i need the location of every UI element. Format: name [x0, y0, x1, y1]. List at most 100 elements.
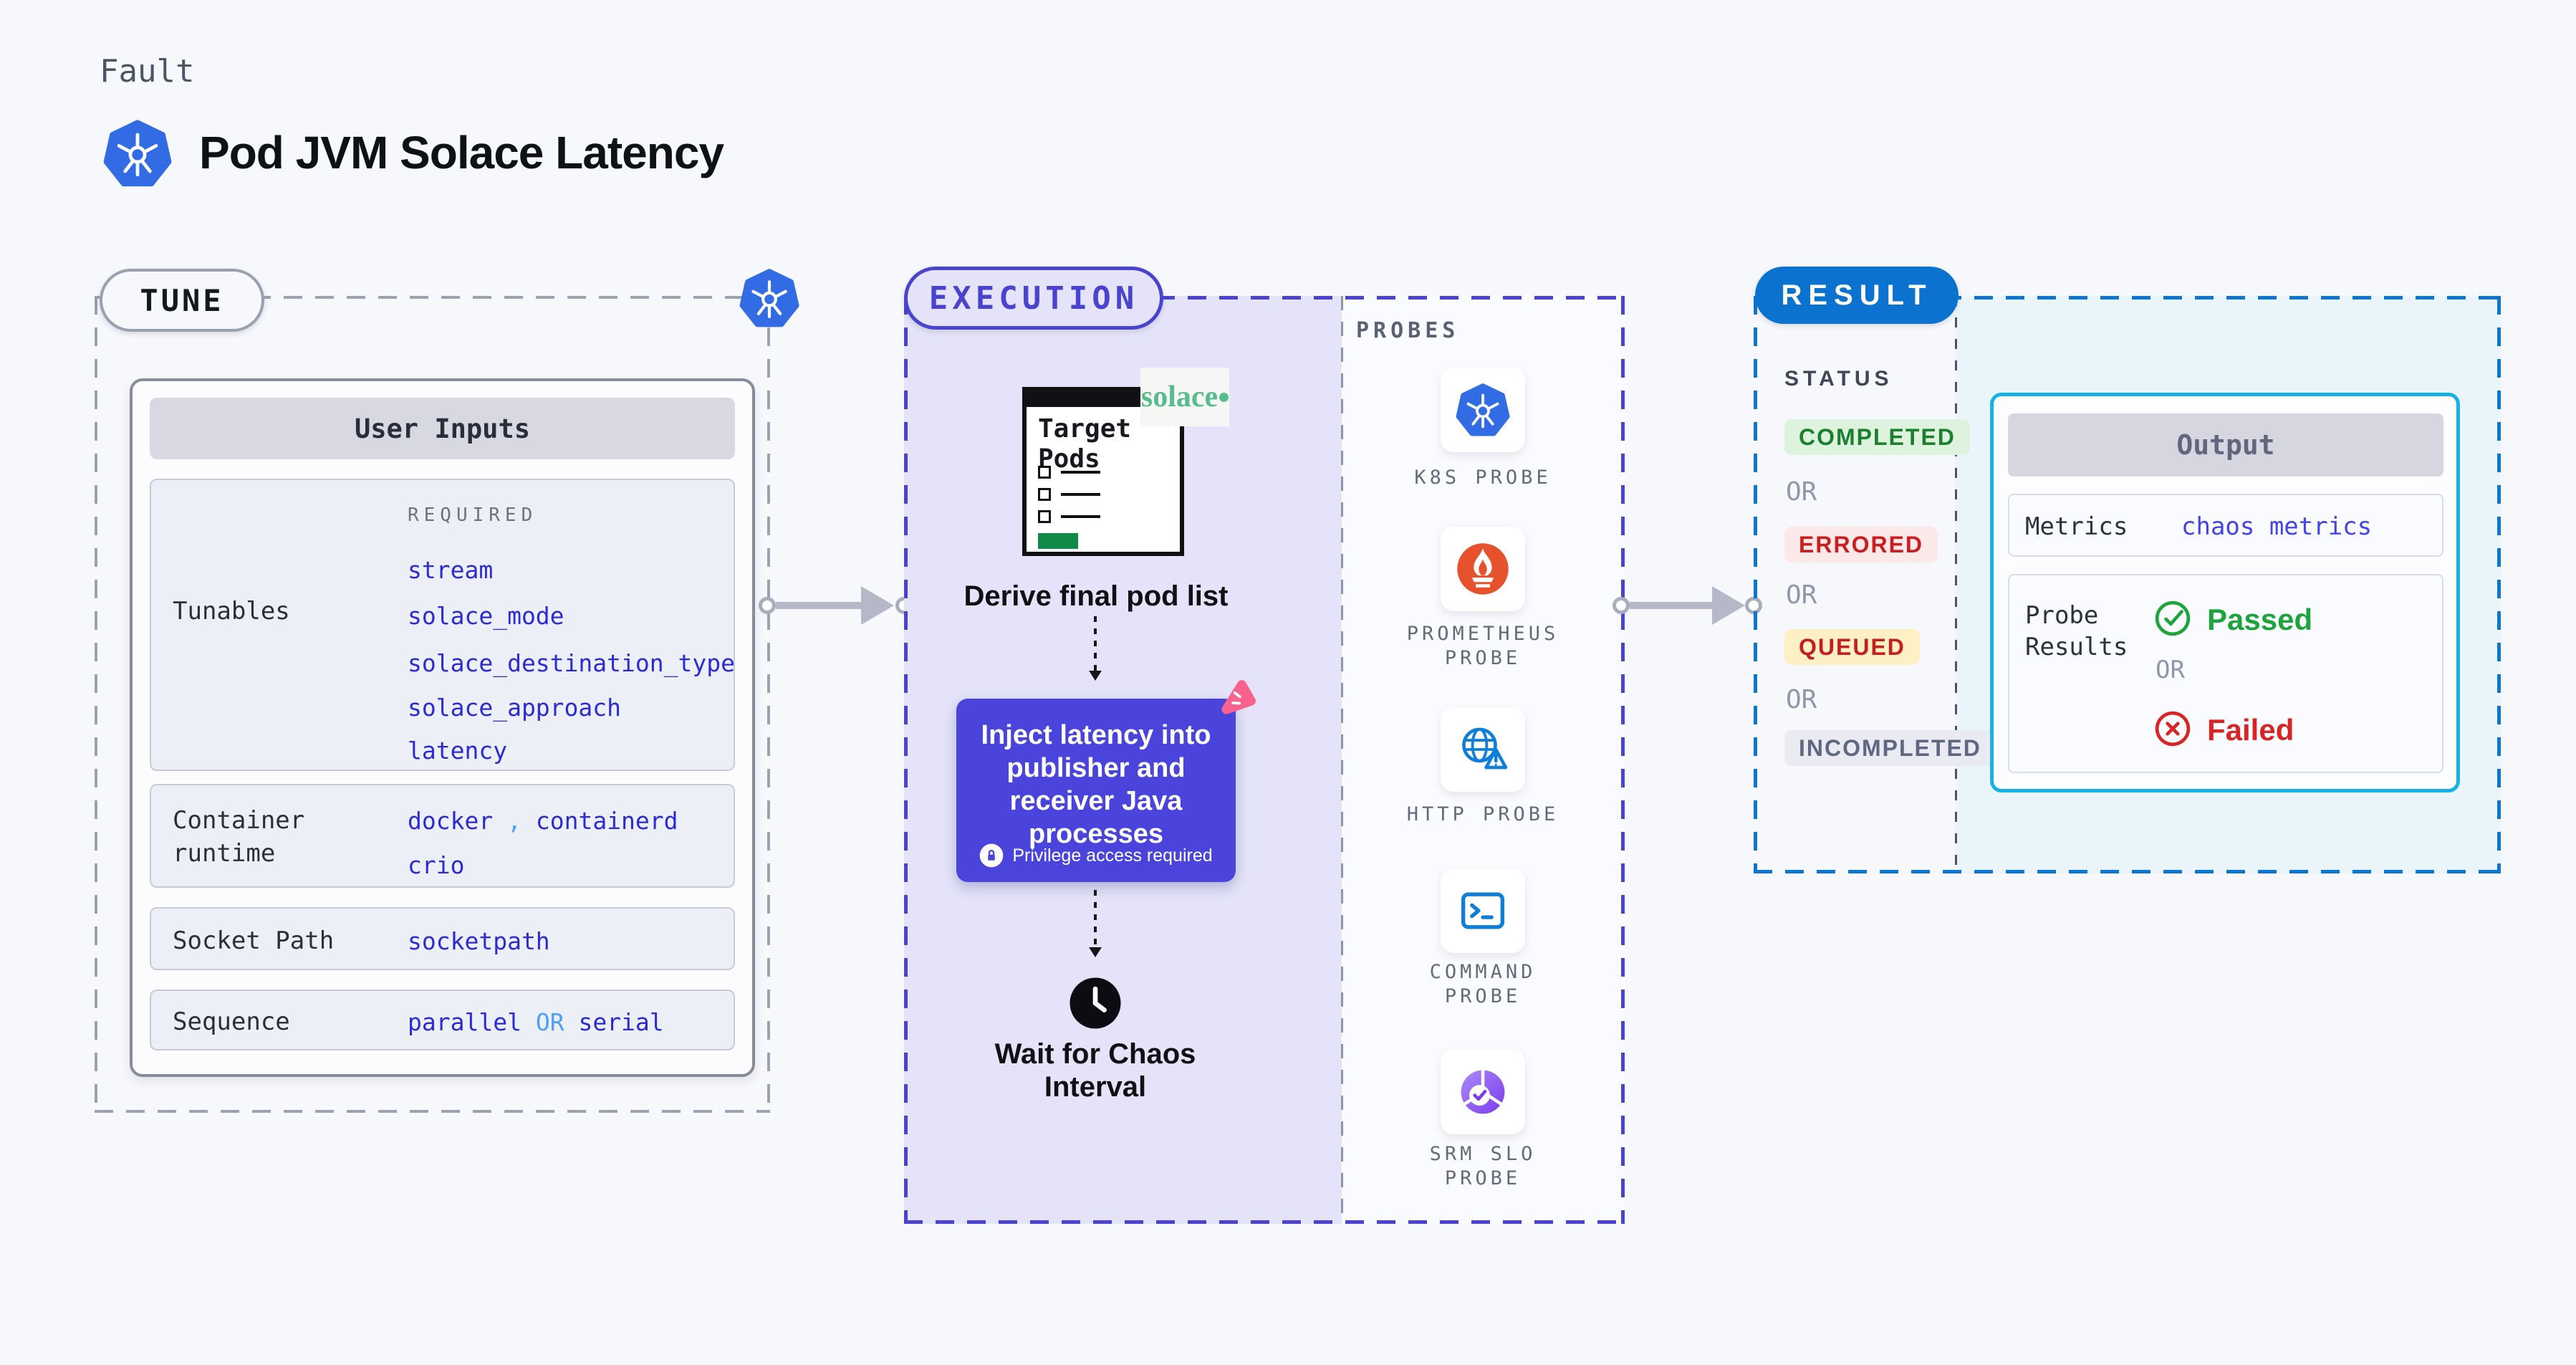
- tunable-value: solace_destination_type: [408, 649, 735, 677]
- arrow-endpoint: [1613, 597, 1630, 614]
- kubernetes-icon: [1456, 383, 1510, 436]
- sequence-value: serial: [578, 1008, 664, 1036]
- sequence-or: OR: [535, 1008, 564, 1036]
- sequence-label: Sequence: [173, 1007, 290, 1036]
- inject-latency-step: Inject latency into publisher and receiv…: [956, 699, 1236, 882]
- slo-chart-icon: [1461, 1069, 1505, 1114]
- x-circle-icon: [2155, 711, 2191, 747]
- globe-warning-icon: [1462, 727, 1508, 770]
- k8s-probe-tile: [1441, 368, 1525, 452]
- solace-logo-text: solace: [1140, 380, 1219, 413]
- checkbox-icon: [1038, 466, 1051, 479]
- arrow-head: [1712, 586, 1745, 625]
- failed-label: Failed: [2207, 713, 2294, 747]
- solace-logo-dot: [1219, 392, 1229, 402]
- result-separator: [1955, 296, 1957, 873]
- flow-arrow: [1094, 616, 1097, 672]
- metrics-label: Metrics: [2025, 512, 2128, 541]
- tunable-value: latency: [408, 737, 508, 765]
- or-label: OR: [1786, 477, 1817, 507]
- or-label: OR: [1786, 685, 1817, 714]
- tunable-value: solace_mode: [408, 602, 564, 630]
- lock-icon: [980, 843, 1004, 868]
- or-label: OR: [1786, 580, 1817, 610]
- fault-kicker: Fault: [100, 53, 195, 90]
- probe-label: SRM SLO PROBE: [1429, 1143, 1537, 1189]
- tune-border-left: [95, 296, 97, 1113]
- sequence-row: Sequence parallel OR serial: [150, 990, 735, 1050]
- container-runtime-row: Container runtime docker , containerd cr…: [150, 784, 735, 888]
- flow-arrow: [1094, 890, 1097, 949]
- chaos-tag-icon: [1218, 679, 1256, 718]
- list-line: [1061, 515, 1100, 518]
- inject-step-label: Inject latency into publisher and receiv…: [981, 720, 1211, 849]
- target-pods-title: Target Pods: [1038, 414, 1132, 474]
- probes-separator: [1341, 296, 1343, 1224]
- arrow-head: [861, 586, 894, 625]
- tunables-label: Tunables: [173, 597, 290, 626]
- execution-border-right: [1621, 296, 1625, 1224]
- terminal-icon: [1461, 892, 1505, 929]
- privilege-badge: Privilege access required: [956, 843, 1236, 868]
- tune-border-bottom: [95, 1110, 770, 1113]
- container-runtime-values: docker , containerd: [408, 807, 678, 835]
- user-inputs-title: User Inputs: [150, 398, 735, 459]
- tune-border-right: [767, 296, 770, 1113]
- command-probe-tile: [1441, 868, 1525, 953]
- probe-label: PROMETHEUS PROBE: [1406, 623, 1559, 669]
- pod-list-item: [1038, 466, 1100, 479]
- flow-arrow-head: [1089, 947, 1102, 957]
- probe-label: K8S PROBE: [1414, 466, 1552, 489]
- sequence-values: parallel OR serial: [408, 1008, 664, 1036]
- socket-path-label: Socket Path: [173, 926, 335, 955]
- output-card: Output Metrics chaos metrics Probe Resul…: [1990, 393, 2460, 792]
- prometheus-probe-tile: [1441, 527, 1525, 611]
- result-border-top: [1754, 296, 2501, 300]
- list-line: [1061, 493, 1100, 496]
- execution-section-pill: EXECUTION: [904, 267, 1163, 330]
- list-line: [1061, 471, 1100, 474]
- page-title: Pod JVM Solace Latency: [199, 127, 724, 178]
- privilege-badge-label: Privilege access required: [1012, 845, 1213, 866]
- passed-label: Passed: [2207, 603, 2313, 636]
- tune-border-top: [95, 296, 770, 299]
- status-badge-queued: QUEUED: [1784, 629, 1920, 665]
- http-probe-tile: [1441, 707, 1525, 792]
- arrow-endpoint: [759, 597, 776, 614]
- checkbox-icon: [1038, 510, 1051, 523]
- probes-section-label: PROBES: [1356, 318, 1460, 343]
- socket-path-row: Socket Path socketpath: [150, 907, 735, 970]
- execution-border-top: [904, 296, 1625, 300]
- required-label: REQUIRED: [408, 504, 538, 526]
- check-circle-icon: [2155, 600, 2191, 636]
- pod-list-item: [1038, 510, 1100, 523]
- runtime-value: containerd: [535, 807, 678, 835]
- socket-path-value: socketpath: [408, 927, 550, 955]
- runtime-value: crio: [408, 851, 465, 879]
- kubernetes-icon: [103, 119, 172, 188]
- result-border-left: [1754, 296, 1757, 873]
- confirm-button-illustration: [1038, 533, 1078, 549]
- tunables-row: Tunables REQUIRED stream solace_mode sol…: [150, 479, 735, 771]
- or-label: OR: [2156, 656, 2185, 684]
- status-heading: STATUS: [1784, 367, 1893, 391]
- execution-border-bottom: [904, 1220, 1625, 1224]
- container-runtime-label: Container runtime: [173, 806, 305, 868]
- metrics-value: chaos metrics: [2181, 512, 2373, 541]
- tunable-value: solace_approach: [408, 694, 622, 722]
- tunable-value: stream: [408, 556, 494, 584]
- user-inputs-card: User Inputs Tunables REQUIRED stream sol…: [130, 378, 755, 1077]
- result-border-bottom: [1754, 870, 2501, 873]
- tune-section-pill: TUNE: [100, 269, 264, 332]
- probe-label: HTTP PROBE: [1406, 803, 1559, 825]
- status-badge-incompleted: INCOMPLETED: [1784, 730, 1996, 766]
- srm-slo-probe-tile: [1441, 1050, 1525, 1134]
- arrow-line: [1630, 602, 1714, 609]
- status-badge-errored: ERRORED: [1784, 527, 1938, 562]
- result-border-right: [2497, 296, 2501, 873]
- checkbox-icon: [1038, 488, 1051, 501]
- prometheus-icon: [1457, 543, 1509, 595]
- derive-step-label: Derive final pod list: [963, 580, 1229, 612]
- status-badge-completed: COMPLETED: [1784, 419, 1970, 455]
